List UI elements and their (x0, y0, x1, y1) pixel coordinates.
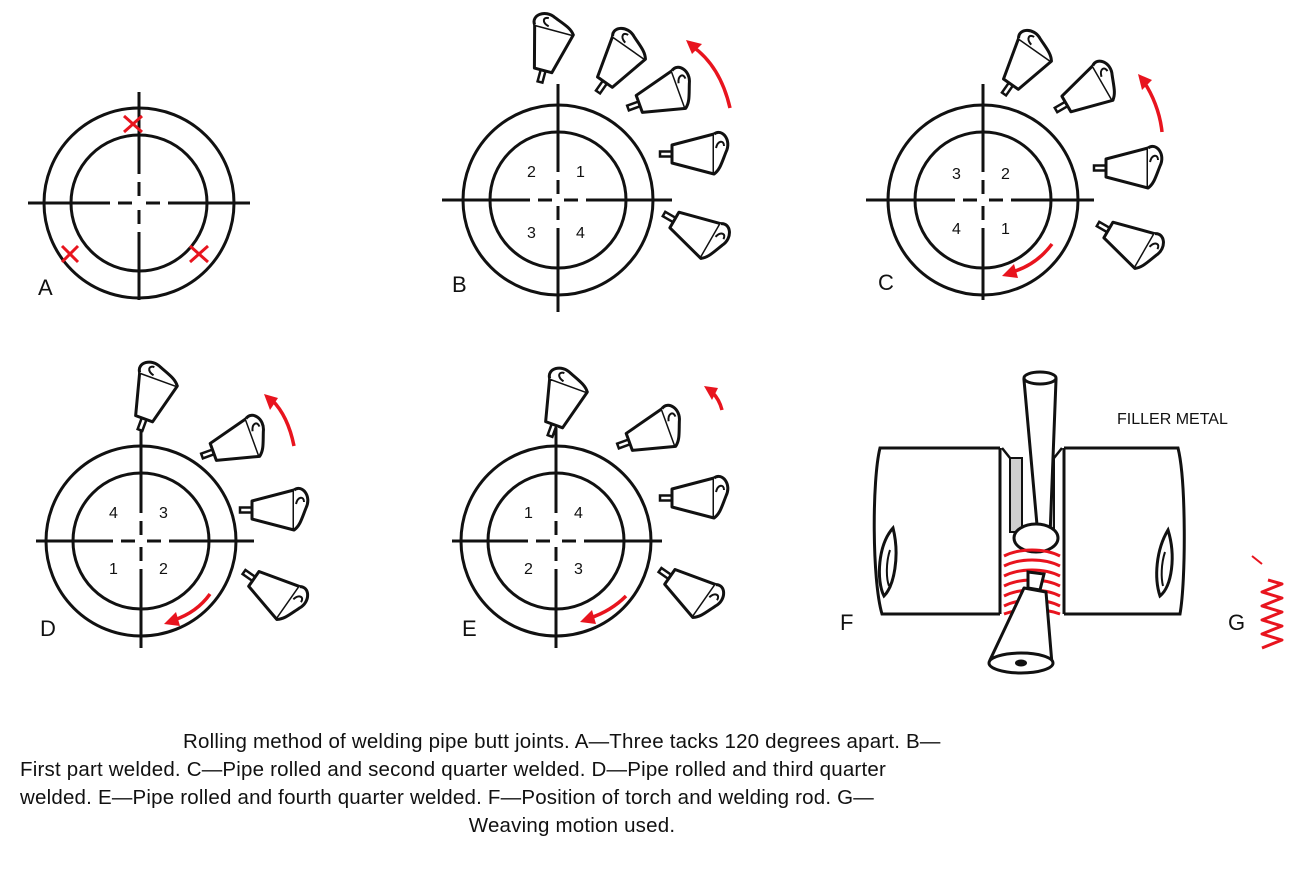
torch-icon (652, 193, 736, 267)
panel-label: D (40, 616, 56, 641)
rotation-arrow (1138, 74, 1164, 133)
panel-a: A (28, 92, 250, 300)
quadrant-number: 3 (574, 561, 583, 578)
rotation-arrow (164, 592, 212, 626)
quadrant-number: 4 (574, 505, 583, 522)
torch-icon (984, 24, 1061, 107)
panel-label: G (1228, 610, 1245, 635)
quadrant-number: 4 (109, 505, 118, 522)
torch-icon (647, 550, 730, 627)
panel-label: C (878, 270, 894, 295)
torch-icon (528, 363, 594, 445)
rotation-arrow (1002, 242, 1054, 278)
torch-icon (238, 486, 310, 532)
panel-label: A (38, 275, 53, 300)
torch-icon (987, 570, 1055, 675)
tack-marks (60, 114, 209, 264)
panel-label: F (840, 610, 853, 635)
filler-rod (1022, 370, 1058, 538)
rotation-arrow (686, 40, 732, 109)
torch-icon (619, 63, 701, 129)
torch-icon (1043, 55, 1127, 129)
torch-icon (658, 474, 730, 520)
centerlines (866, 84, 1094, 300)
caption-line: Rolling method of welding pipe butt join… (183, 730, 941, 753)
pipe-left (872, 446, 1000, 616)
joint-groove (998, 448, 1066, 614)
panel-b: 1 2 3 4 B (442, 9, 736, 312)
panel-d: 3 4 1 2 D (36, 357, 314, 648)
caption-line: Weaving motion used. (468, 814, 676, 837)
pipe-right (1064, 446, 1186, 616)
panel-label: E (462, 616, 477, 641)
quadrant-number: 2 (524, 561, 533, 578)
rotation-arrow (704, 386, 724, 411)
panel-f: FILLER METAL (840, 370, 1228, 675)
quadrant-number: 2 (527, 164, 536, 181)
torch-icon (658, 130, 730, 176)
centerlines (28, 92, 250, 300)
weld-puddle (1012, 522, 1060, 554)
panel-e: 4 1 2 3 E (452, 363, 730, 648)
rotation-arrow (264, 394, 296, 447)
panel-g: G (1228, 555, 1284, 650)
centerlines (442, 84, 672, 312)
quadrant-number: 1 (576, 164, 585, 181)
figure-caption: Rolling method of welding pipe butt join… (20, 728, 1160, 840)
torch-icon (1092, 144, 1164, 190)
quadrant-number: 1 (109, 561, 118, 578)
torch-icon (231, 552, 314, 629)
caption-line: welded. E—Pipe rolled and fourth quarter… (20, 786, 874, 809)
rotation-arrow (580, 594, 628, 624)
torch-icon (193, 411, 275, 477)
quadrant-number: 2 (159, 561, 168, 578)
torch-icon (609, 401, 691, 467)
weave-motion-zigzag (1260, 578, 1284, 650)
panel-c: 2 3 4 1 C (866, 24, 1170, 300)
filler-metal-label: FILLER METAL (1117, 411, 1228, 428)
caption-line: First part welded. C—Pipe rolled and sec… (20, 758, 886, 781)
torch-icon (118, 357, 184, 439)
quadrant-number: 1 (1001, 221, 1010, 238)
panel-label: B (452, 272, 467, 297)
quadrant-number: 1 (524, 505, 533, 522)
quadrant-number: 4 (576, 225, 585, 242)
quadrant-number: 3 (952, 166, 961, 183)
quadrant-number: 4 (952, 221, 961, 238)
quadrant-number: 2 (1001, 166, 1010, 183)
quadrant-number: 3 (159, 505, 168, 522)
quadrant-number: 3 (527, 225, 536, 242)
centerlines (36, 428, 254, 648)
centerlines (452, 428, 662, 648)
torch-icon (1086, 203, 1170, 277)
torch-icon (517, 9, 579, 89)
